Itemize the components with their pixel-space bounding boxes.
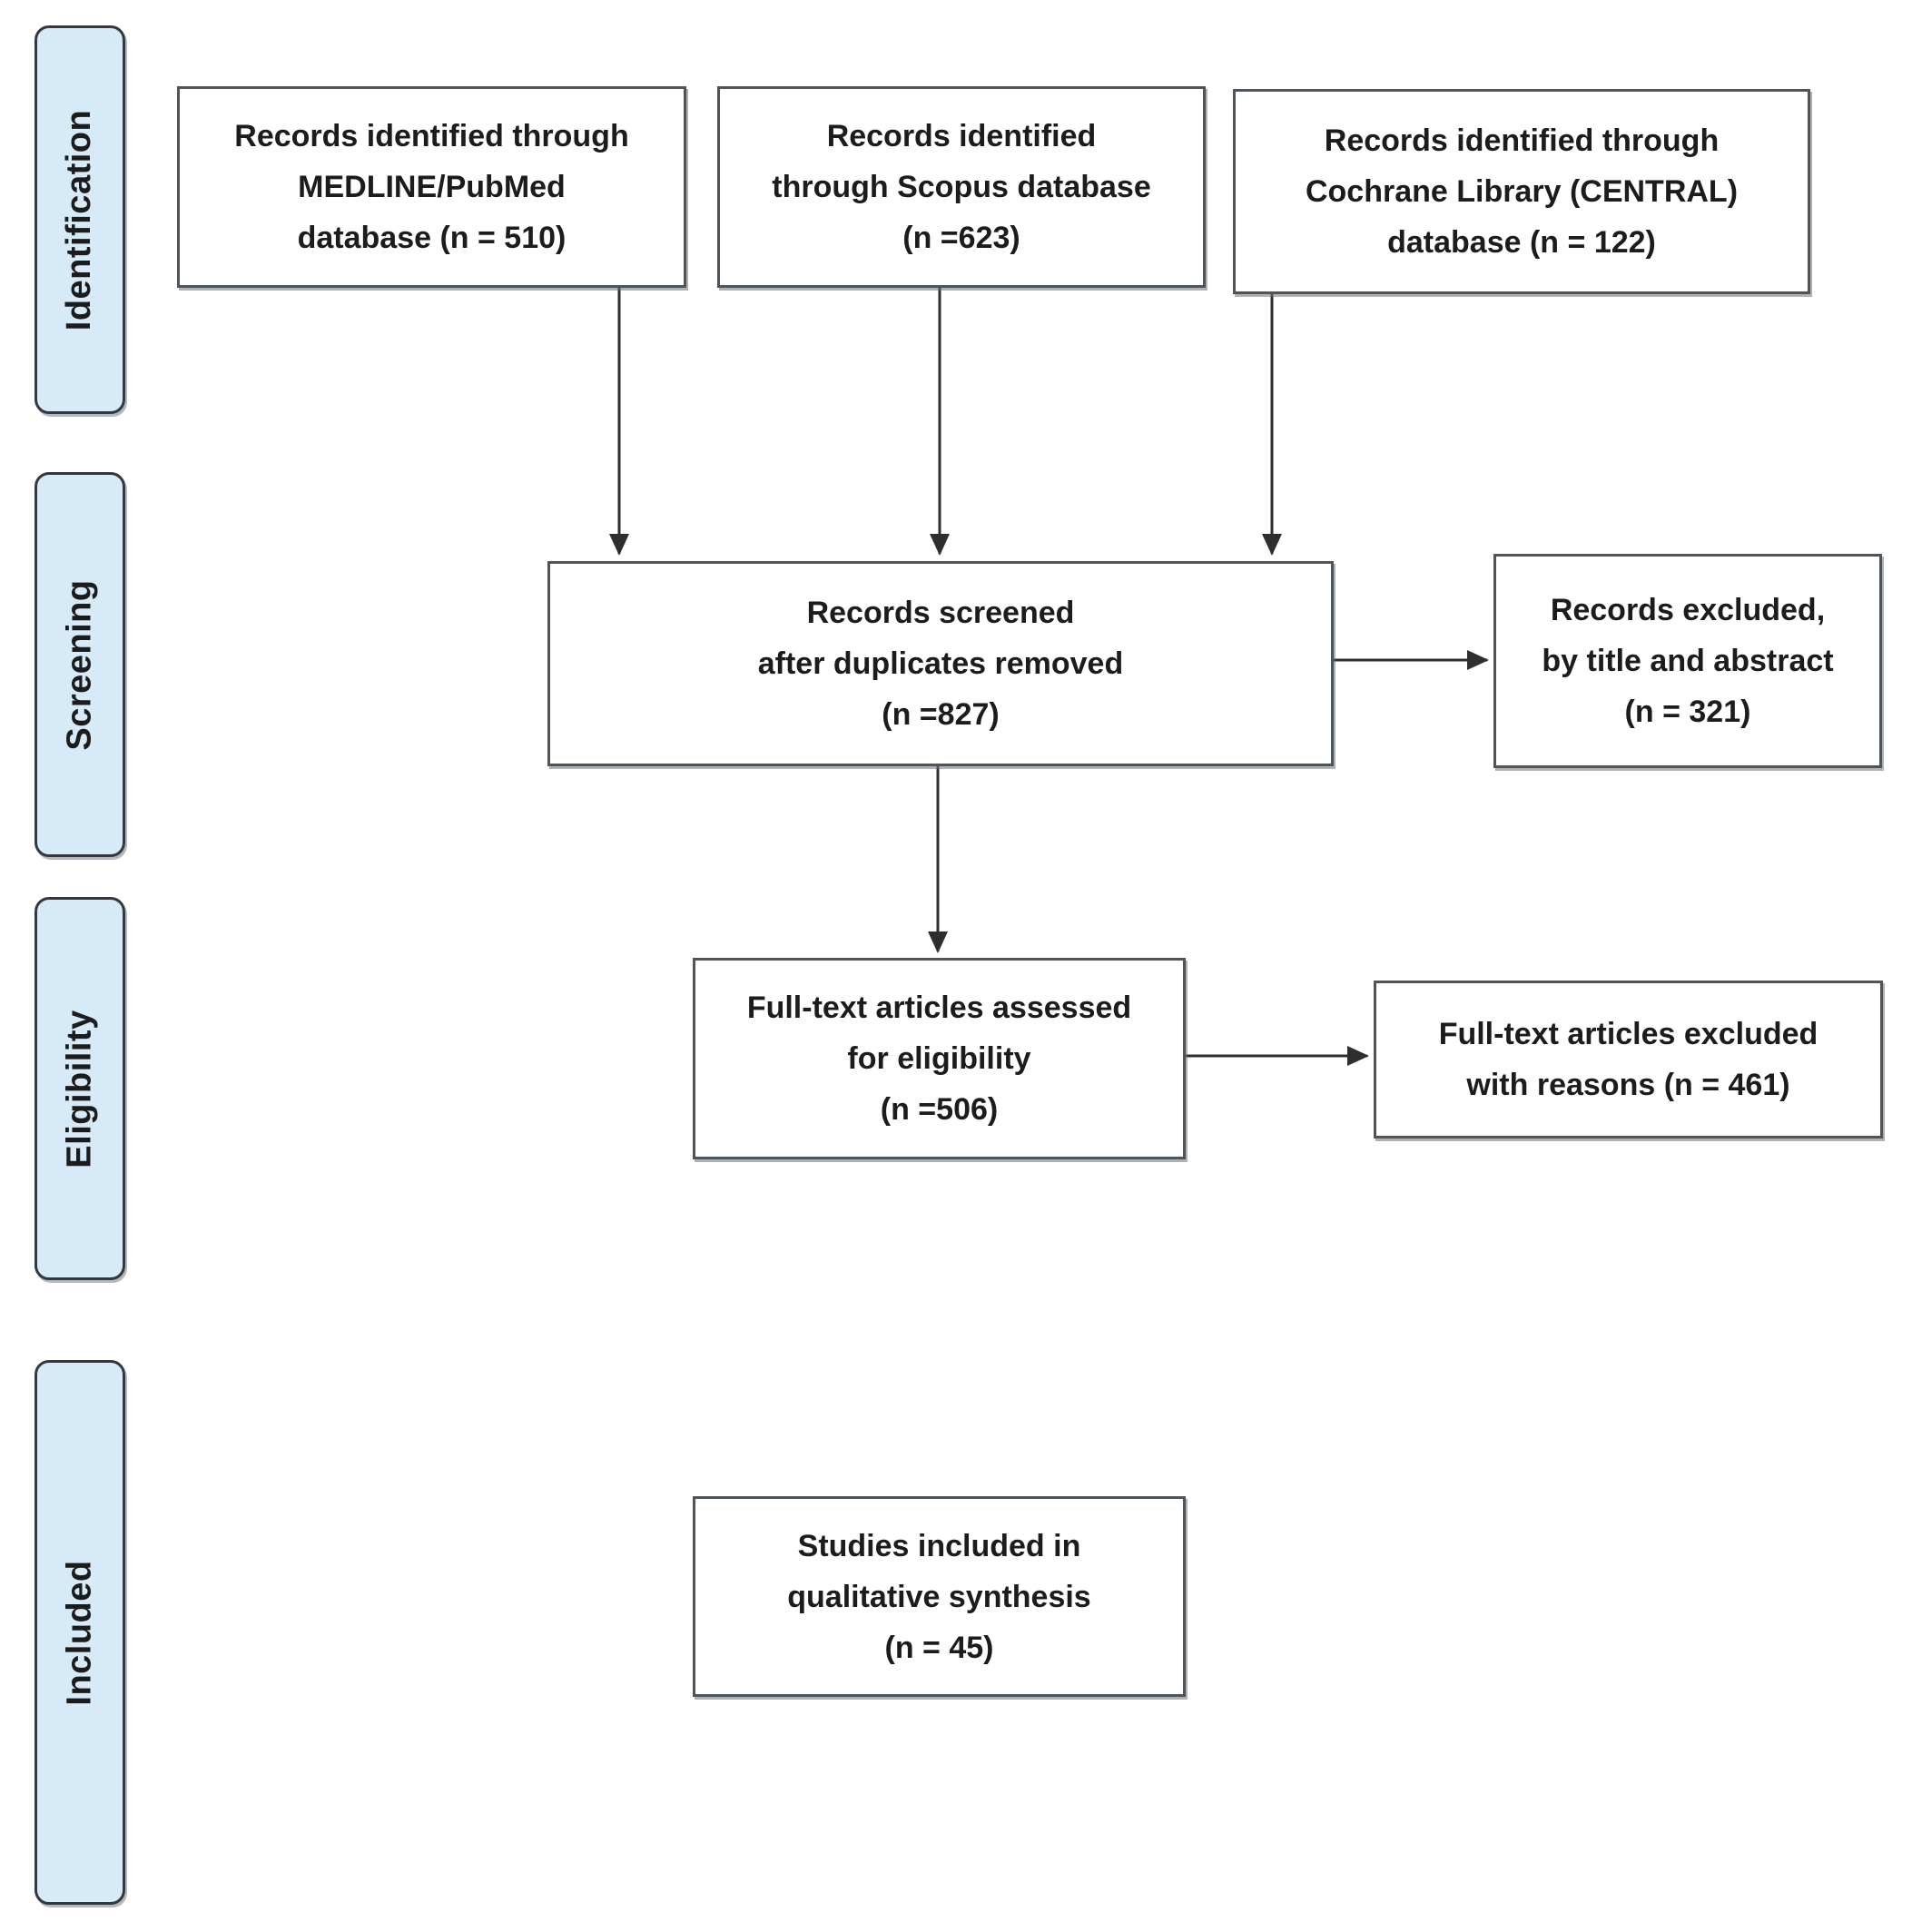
- box-studies-included: Studies included in qualitative synthesi…: [693, 1496, 1186, 1697]
- box-records-scopus-text: Records identified through Scopus databa…: [772, 119, 1151, 255]
- box-records-cochrane-text: Records identified through Cochrane Libr…: [1305, 123, 1739, 260]
- box-records-scopus: Records identified through Scopus databa…: [717, 86, 1206, 288]
- box-records-medline-text: Records identified through MEDLINE/PubMe…: [234, 119, 629, 255]
- box-records-cochrane: Records identified through Cochrane Libr…: [1233, 89, 1810, 294]
- box-studies-included-text: Studies included in qualitative synthesi…: [787, 1528, 1091, 1665]
- box-records-excluded: Records excluded, by title and abstract …: [1493, 554, 1882, 768]
- box-fulltext-excluded-text: Full-text articles excluded with reasons…: [1438, 1017, 1818, 1102]
- box-records-excluded-text: Records excluded, by title and abstract …: [1542, 593, 1834, 729]
- box-fulltext-assessed: Full-text articles assessed for eligibil…: [693, 958, 1186, 1159]
- stage-identification-label: Identification: [60, 109, 99, 330]
- box-fulltext-assessed-text: Full-text articles assessed for eligibil…: [746, 991, 1132, 1127]
- stage-identification: Identification: [34, 25, 125, 414]
- stage-eligibility: Eligibility: [34, 897, 125, 1280]
- box-records-screened-text: Records screened after duplicates remove…: [757, 596, 1124, 732]
- stage-included-label: Included: [60, 1559, 99, 1706]
- box-fulltext-excluded: Full-text articles excluded with reasons…: [1374, 981, 1883, 1138]
- stage-included: Included: [34, 1360, 125, 1905]
- stage-screening: Screening: [34, 472, 125, 857]
- stage-screening-label: Screening: [60, 578, 99, 751]
- stage-eligibility-label: Eligibility: [60, 1009, 99, 1168]
- box-records-screened: Records screened after duplicates remove…: [547, 561, 1334, 766]
- box-records-medline: Records identified through MEDLINE/PubMe…: [177, 86, 686, 288]
